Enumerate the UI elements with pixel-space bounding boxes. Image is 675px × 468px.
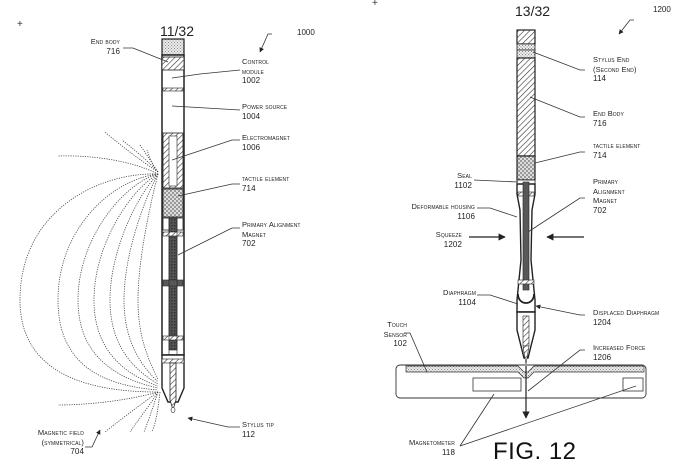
label-diaphragm: Diaphragm 1104 <box>443 288 476 307</box>
right-leader-lines <box>404 19 637 447</box>
page-number-right: 13/32 <box>515 3 551 19</box>
tactile-element-part <box>162 188 184 218</box>
label-power-source: Power source 1004 <box>242 102 288 121</box>
label-end-body-right: End Body 716 <box>593 109 624 128</box>
label-stylus-tip: Stylus tip 112 <box>242 420 274 439</box>
figure-reference-1000: 1000 <box>297 28 315 37</box>
right-stylus <box>395 19 647 447</box>
stylus-end-part <box>516 29 536 45</box>
tactile-element-part <box>516 155 536 181</box>
end-body-part <box>161 56 185 71</box>
figure-caption: FIG. 12 <box>493 438 577 465</box>
label-tactile-element-right: tactile element 714 <box>593 141 641 160</box>
label-squeeze: Squeeze 1202 <box>435 230 462 249</box>
touch-device <box>395 364 647 399</box>
page-number-left: 11/32 <box>160 23 194 39</box>
registration-mark: + <box>372 0 378 9</box>
left-leader-lines <box>85 33 272 448</box>
touch-sensor-layer <box>405 365 645 379</box>
label-increased-force: Increased Force 1206 <box>593 343 646 362</box>
alignment-magnet-part <box>522 181 530 291</box>
magnetometer-left <box>472 377 522 392</box>
label-primary-alignment-magnet-right: Primary Alignment Magnet 702 <box>593 177 625 215</box>
figure-reference-1200: 1200 <box>653 5 671 14</box>
stylus-tip-part <box>169 362 177 412</box>
registration-mark: + <box>17 19 23 30</box>
label-control-module: Control module 1002 <box>242 57 269 85</box>
label-stylus-end: Stylus End (Second End) 114 <box>593 55 637 83</box>
label-tactile-element: tactile element 714 <box>242 174 290 193</box>
diaphragm-part <box>517 293 535 304</box>
label-displaced-diaphragm: Displaced Diaphragm 1204 <box>593 308 660 327</box>
module-divider <box>162 87 184 92</box>
label-primary-alignment-magnet: Primary Alignment Magnet 702 <box>242 220 301 248</box>
label-touch-sensor: Touch Sensor 102 <box>383 320 407 348</box>
label-deformable-housing: Deformable housing 1106 <box>411 202 475 221</box>
label-end-body: End body 716 <box>90 37 120 56</box>
label-magnetic-field: Magnetic field (symmetrical) 704 <box>37 428 84 456</box>
end-body-part <box>516 57 536 157</box>
magnetometer-right <box>622 377 644 392</box>
label-seal: Seal 1102 <box>454 171 472 190</box>
label-electromagnet: Electromagnet 1006 <box>242 133 290 152</box>
magnetic-field-lines <box>19 131 161 433</box>
label-magnetometer: Magnetometer 118 <box>409 438 455 457</box>
left-stylus <box>19 33 272 448</box>
stylus-end-cap <box>161 38 185 56</box>
